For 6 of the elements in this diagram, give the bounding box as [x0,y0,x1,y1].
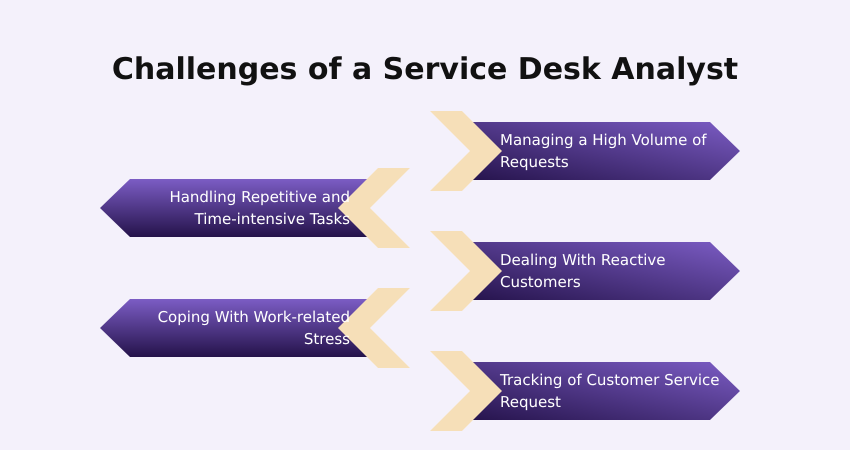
challenge-text: Dealing With Reactive Customers [500,250,666,293]
challenge-text: Handling Repetitive and Time-intensive Tasks [168,187,350,230]
challenge-text: Managing a High Volume of Requests [500,130,708,173]
title: Challenges of a Service Desk Analyst [110,52,740,87]
challenge-text: Coping With Work-related Stress [156,307,350,350]
challenge-text: Tracking of Customer Service Request [500,370,720,413]
